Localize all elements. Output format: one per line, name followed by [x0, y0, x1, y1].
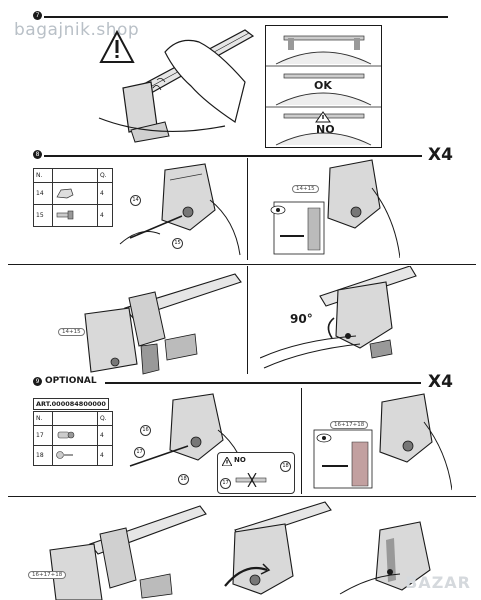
car-roof-view-1: [275, 35, 372, 65]
table-cell-q: 4: [97, 425, 113, 446]
car-roof-view-2: [275, 73, 372, 106]
row-divider: [8, 264, 476, 265]
key-remove-illustration: [339, 521, 431, 595]
table-cell-n: 17: [33, 425, 53, 446]
callout-17: 17: [134, 447, 145, 458]
foot-insert-illustration: [270, 159, 400, 259]
part-bolt-icon: [52, 204, 98, 227]
eye-icon: [270, 205, 286, 215]
callout-14: 14: [130, 195, 141, 206]
brand-watermark: BAZAR: [405, 573, 471, 592]
wrong-key-illustration: [235, 473, 267, 487]
foot-assembly-illustration: [84, 273, 242, 375]
warning-icon: [315, 111, 331, 123]
step-number-9: 9: [33, 377, 42, 386]
table-cell-n: 18: [33, 445, 53, 466]
part-key-icon: [52, 445, 98, 466]
table-cell-q: 4: [97, 182, 113, 205]
step-number-7: 7: [33, 11, 42, 20]
no-label: NO: [316, 123, 335, 136]
parts-table-1: N. Q. 14 4 15 4: [33, 168, 113, 227]
table-cell-n: 14: [33, 182, 53, 205]
quantity-x4: X4: [428, 372, 453, 392]
roof-bar-illustration: [98, 29, 255, 143]
warning-icon: [99, 29, 135, 63]
row-divider: [8, 496, 476, 497]
section-divider: [44, 16, 448, 18]
no-warning-box: NO 17 18: [217, 452, 295, 494]
warning-icon: [222, 457, 232, 466]
ok-label: OK: [314, 79, 332, 92]
table-cell-q: 4: [97, 204, 113, 227]
no-small-label: NO: [234, 456, 246, 464]
callout-15: 15: [172, 238, 183, 249]
foot-bolt-illustration: [119, 163, 241, 256]
eye-icon: [316, 433, 332, 443]
panel-divider: [247, 158, 248, 260]
panel-divider: [301, 388, 302, 494]
table-head-q: Q.: [97, 411, 113, 426]
key-turn-illustration: [224, 501, 332, 595]
part-tag: 16+17+18: [28, 571, 67, 579]
fit-check-panel: OK NO: [265, 25, 382, 148]
part-clamp-icon: [52, 182, 98, 205]
part-tag: 16+17+18: [330, 421, 369, 429]
table-head-n: N.: [33, 168, 53, 183]
article-number: ART.000084800000: [33, 398, 109, 410]
quantity-x4: X4: [428, 145, 453, 165]
parts-table-2: N. Q. 17 4 18 4: [33, 411, 113, 466]
section-divider: [105, 382, 421, 384]
watermark-text: bagajnik.shop: [14, 20, 140, 40]
lock-check-illustration: [313, 393, 452, 491]
section-divider: [44, 155, 422, 157]
optional-label: OPTIONAL: [45, 376, 97, 386]
part-lock-cylinder-icon: [52, 425, 98, 446]
table-head-n: N.: [33, 411, 53, 426]
callout-17: 17: [220, 478, 231, 489]
table-cell-q: 4: [97, 445, 113, 466]
callout-18: 18: [280, 461, 291, 472]
callout-16: 16: [140, 425, 151, 436]
tighten-bolt-illustration: [260, 266, 417, 369]
callout-18: 18: [178, 474, 189, 485]
panel-divider: [247, 266, 248, 374]
part-tag: 14+15: [292, 185, 319, 193]
table-cell-n: 15: [33, 204, 53, 227]
step-number-8: 8: [33, 150, 42, 159]
lock-assembly-illustration: [49, 505, 207, 600]
torque-angle-label: 90°: [290, 312, 313, 326]
part-tag: 14+15: [58, 328, 85, 336]
